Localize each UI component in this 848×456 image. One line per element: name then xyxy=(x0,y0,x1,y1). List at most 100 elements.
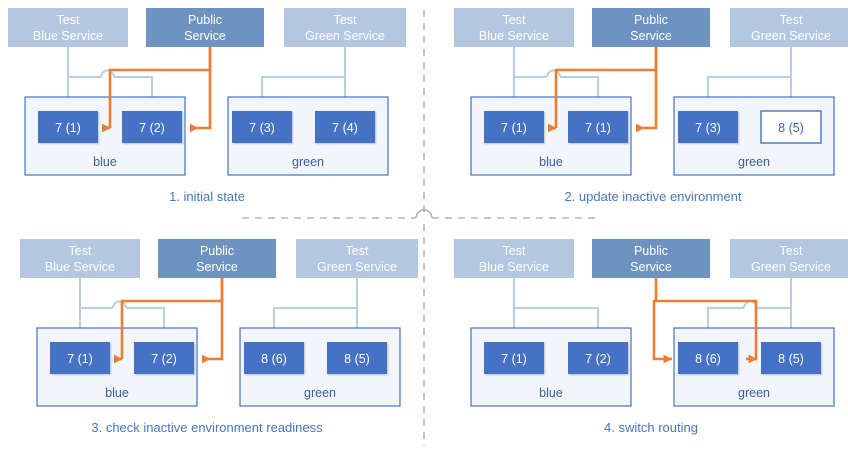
p3-public-service-line1: Public xyxy=(200,244,234,258)
p2-env-blue-name: blue xyxy=(539,155,563,169)
p3-test-green-service[interactable] xyxy=(296,239,418,278)
p3-caption: 3. check inactive environment readiness xyxy=(91,420,323,435)
p3-testblue-to-instance-2 xyxy=(126,307,168,342)
p3-instance-green-1[interactable] xyxy=(244,342,304,374)
p4-instance-blue-1[interactable] xyxy=(484,342,544,374)
p1-instance-blue-1-label: 7 (1) xyxy=(55,121,81,135)
p1-env-green-name: green xyxy=(292,155,324,169)
p3-test-blue-service[interactable] xyxy=(20,239,140,278)
p1-test-green-service-line2: Green Service xyxy=(305,29,385,43)
p1-test-green-service[interactable] xyxy=(284,8,406,47)
p1-instance-blue-1[interactable] xyxy=(38,111,98,143)
p2-test-blue-service-line1: Test xyxy=(503,13,526,27)
p3-instance-green-2-label: 8 (5) xyxy=(344,352,370,366)
p1-testblue-to-instance-2 xyxy=(114,76,156,111)
p1-testblue-jump-arc xyxy=(100,69,115,78)
p3-testblue-jump-arc xyxy=(112,300,127,309)
p3-public-service-line2: Service xyxy=(196,260,238,274)
p4-test-blue-service[interactable] xyxy=(454,239,574,278)
panel-3: 7 (1) 7 (2) 8 (6) 8 (5) blue green Test … xyxy=(20,239,418,435)
p1-instance-green-1-label: 7 (3) xyxy=(249,121,275,135)
p2-instance-green-2[interactable] xyxy=(760,110,822,144)
p4-instance-blue-2-label: 7 (2) xyxy=(585,352,611,366)
p4-testgreen-to-instance-1 xyxy=(703,307,744,342)
panel-2-test-connectors xyxy=(509,47,795,111)
p2-instance-green-1-label: 7 (3) xyxy=(695,121,721,135)
p1-public-service-line2: Service xyxy=(184,29,226,43)
p2-public-route-b-arrow xyxy=(636,47,658,133)
p4-test-green-service[interactable] xyxy=(730,239,848,278)
p3-instance-green-2[interactable] xyxy=(327,342,387,374)
p1-test-blue-service[interactable] xyxy=(8,8,128,47)
p3-public-route-b-arrow xyxy=(202,278,224,364)
panel-4: 7 (1) 7 (2) 8 (6) 8 (5) blue green Test … xyxy=(454,239,848,435)
p2-public-service[interactable] xyxy=(592,8,710,47)
p1-instance-green-2[interactable] xyxy=(315,111,375,143)
p4-env-green-name: green xyxy=(738,386,770,400)
p2-instance-blue-1-label: 7 (1) xyxy=(501,121,527,135)
p2-instance-green-2-label: 8 (5) xyxy=(778,121,804,135)
p2-test-blue-service-line2: Blue Service xyxy=(479,29,549,43)
p2-public-service-line2: Service xyxy=(630,29,672,43)
p1-public-route-b-arrow xyxy=(190,47,212,133)
p3-instance-blue-2-label: 7 (2) xyxy=(151,352,177,366)
p4-instance-green-1-label: 8 (6) xyxy=(695,352,721,366)
p3-instance-blue-2[interactable] xyxy=(134,342,194,374)
p1-caption: 1. initial state xyxy=(169,189,245,204)
p1-instance-blue-2[interactable] xyxy=(122,111,182,143)
p2-test-green-service[interactable] xyxy=(730,8,848,47)
p2-instance-blue-2[interactable] xyxy=(568,111,628,143)
p1-instance-green-2-label: 7 (4) xyxy=(332,121,358,135)
panel-3-test-connectors xyxy=(75,278,361,342)
p1-public-service[interactable] xyxy=(146,8,264,47)
p2-test-blue-service[interactable] xyxy=(454,8,574,47)
panel-1-public-routes xyxy=(102,47,212,133)
p1-test-blue-service-line1: Test xyxy=(57,13,80,27)
panel-4-public-routes xyxy=(652,278,758,364)
p4-public-service[interactable] xyxy=(592,239,710,278)
p1-test-green-service-line1: Test xyxy=(334,13,357,27)
p4-test-blue-service-line2: Blue Service xyxy=(479,260,549,274)
p4-instance-green-2[interactable] xyxy=(761,342,821,374)
p4-test-green-service-line2: Green Service xyxy=(751,260,831,274)
p4-public-service-line1: Public xyxy=(634,244,668,258)
p3-env-green-name: green xyxy=(304,386,336,400)
p1-instance-green-1[interactable] xyxy=(232,111,292,143)
p3-testgreen-to-instance-1 xyxy=(269,307,357,342)
p2-instance-blue-1[interactable] xyxy=(484,111,544,143)
p1-test-blue-service-line2: Blue Service xyxy=(33,29,103,43)
p2-caption: 2. update inactive environment xyxy=(564,189,741,204)
p4-instance-blue-2[interactable] xyxy=(568,342,628,374)
divider-jump-arc xyxy=(415,209,433,219)
p4-caption: 4. switch routing xyxy=(604,420,698,435)
panel-2: 7 (1) 7 (1) 7 (3) 8 (5) blue green Test … xyxy=(454,8,848,204)
p4-public-service-line2: Service xyxy=(630,260,672,274)
p2-test-green-service-line1: Test xyxy=(780,13,803,27)
p3-test-green-service-line1: Test xyxy=(346,244,369,258)
panel-3-public-routes xyxy=(114,278,224,364)
p3-test-green-service-line2: Green Service xyxy=(317,260,397,274)
p3-test-blue-service-line2: Blue Service xyxy=(45,260,115,274)
p1-instance-blue-2-label: 7 (2) xyxy=(139,121,165,135)
p2-testblue-jump-arc xyxy=(546,69,561,78)
panel-2-public-routes xyxy=(548,47,658,133)
panel-1: 7 (1) 7 (2) 7 (3) 7 (4) blue green Test … xyxy=(8,8,406,204)
p2-testblue-to-instance-2 xyxy=(560,76,602,111)
p4-public-route-a-arrow xyxy=(652,278,672,364)
p2-public-service-line1: Public xyxy=(634,13,668,27)
p2-instance-green-1[interactable] xyxy=(678,111,738,143)
p2-instance-blue-2-label: 7 (1) xyxy=(585,121,611,135)
panel-dividers xyxy=(242,10,598,446)
p3-public-service[interactable] xyxy=(158,239,276,278)
p4-instance-green-2-label: 8 (5) xyxy=(778,352,804,366)
p4-instance-blue-1-label: 7 (1) xyxy=(501,352,527,366)
p4-instance-green-1[interactable] xyxy=(678,342,738,374)
p3-instance-blue-1-label: 7 (1) xyxy=(67,352,93,366)
p2-test-green-service-line2: Green Service xyxy=(751,29,831,43)
p3-instance-blue-1[interactable] xyxy=(50,342,110,374)
p1-public-service-line1: Public xyxy=(188,13,222,27)
p1-testgreen-to-instance-1 xyxy=(257,76,345,111)
p4-test-green-service-line1: Test xyxy=(780,244,803,258)
p1-env-blue-name: blue xyxy=(93,155,117,169)
